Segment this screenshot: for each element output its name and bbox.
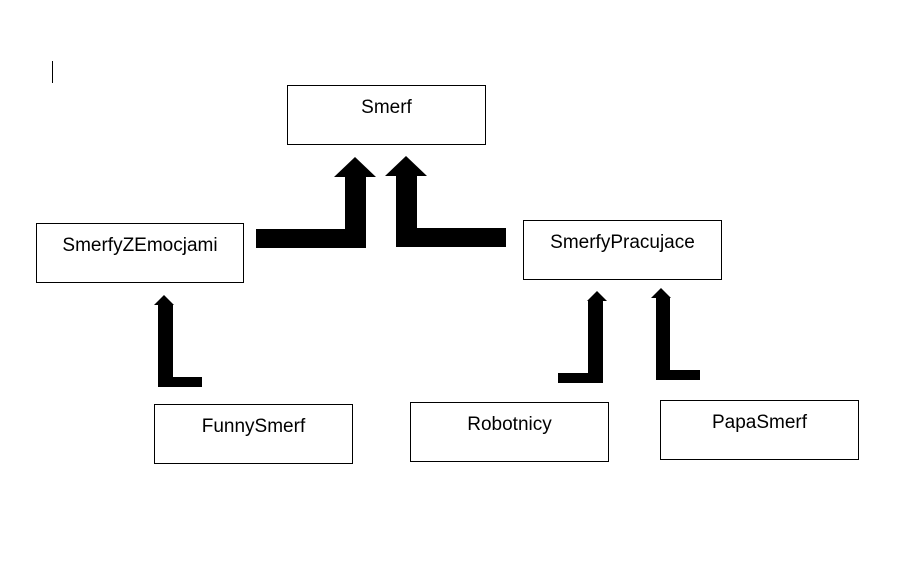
node-label-funny-smerf: FunnySmerf xyxy=(201,416,306,437)
node-funny-smerf: FunnySmerf xyxy=(154,404,353,464)
node-robotnicy: Robotnicy xyxy=(410,402,609,462)
arrow-pracujace-to-smerf xyxy=(385,156,506,247)
node-label-robotnicy: Robotnicy xyxy=(467,414,552,435)
arrow-emocje-to-smerf xyxy=(256,157,376,248)
text-cursor xyxy=(52,61,53,83)
node-label-smerf: Smerf xyxy=(361,97,412,118)
arrow-papa-to-pracujace xyxy=(651,288,700,380)
node-smerf: Smerf xyxy=(287,85,486,145)
node-label-smerfy-pracujace: SmerfyPracujace xyxy=(550,232,695,253)
node-smerfy-pracujace: SmerfyPracujace xyxy=(523,220,722,280)
node-papa-smerf: PapaSmerf xyxy=(660,400,859,460)
node-smerfy-z-emocjami: SmerfyZEmocjami xyxy=(36,223,244,283)
node-label-papa-smerf: PapaSmerf xyxy=(711,412,808,433)
arrow-funny-to-emocje xyxy=(154,295,202,387)
arrow-robotnicy-to-pracujace xyxy=(558,291,607,383)
node-label-smerfy-z-emocjami: SmerfyZEmocjami xyxy=(62,235,218,256)
